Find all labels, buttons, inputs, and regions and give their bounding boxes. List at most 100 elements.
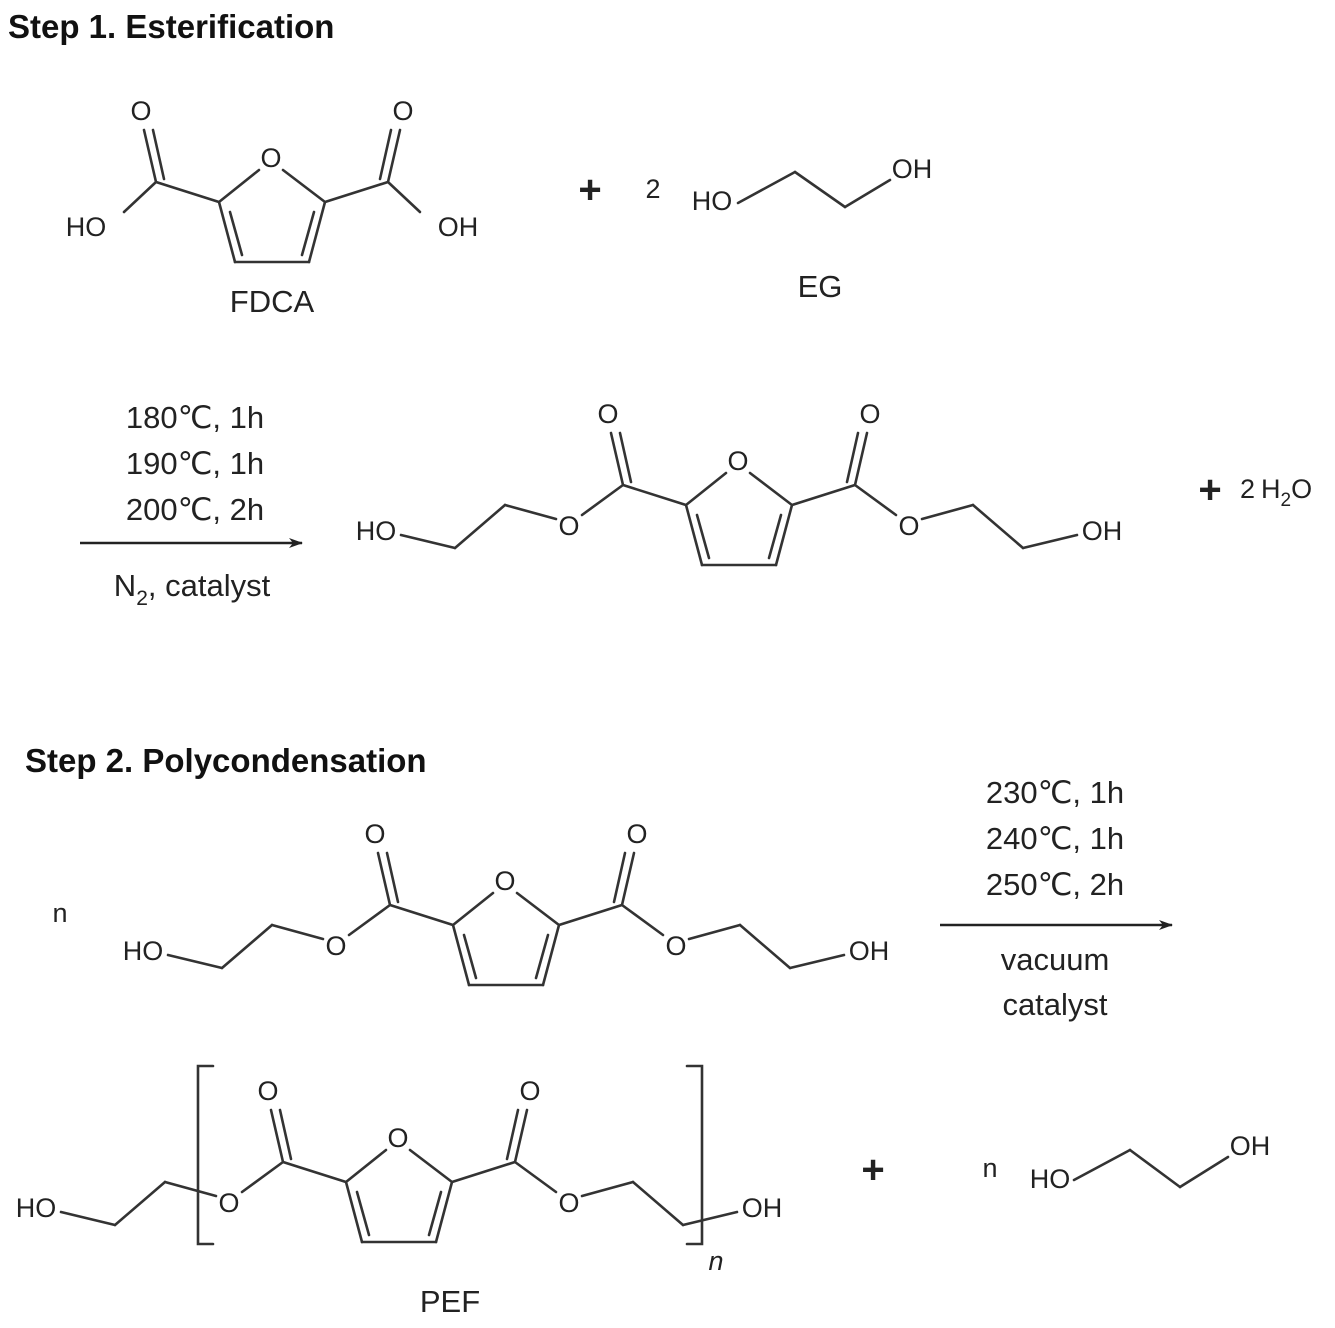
ring-bond: [774, 503, 794, 567]
reaction-arrow-step2: 230℃, 1h 240℃, 1h 250℃, 2h vacuum cataly…: [940, 775, 1173, 1022]
pef-label: PEF: [420, 1284, 480, 1319]
eg-molecule: HO OH: [692, 154, 933, 216]
carbonyl-oxygen: O: [859, 399, 880, 429]
hydroxyl-label: HO: [692, 186, 733, 216]
bond: [620, 903, 665, 937]
carbonyl-bond: [618, 431, 633, 484]
plus-sign: +: [1198, 468, 1221, 512]
bond: [580, 1180, 635, 1198]
carbonyl-bond: [378, 128, 393, 181]
step1-title: Step 1. Esterification: [8, 8, 334, 45]
ring-bond: [541, 923, 561, 987]
bond: [503, 503, 558, 521]
bond: [788, 953, 846, 970]
ring-bond: [217, 168, 261, 204]
plus-sign: +: [578, 168, 601, 212]
ring-double-bond: [767, 513, 783, 560]
hydroxyl-label: HO: [66, 212, 107, 242]
carbonyl-bond: [505, 1108, 520, 1161]
bond: [347, 903, 392, 937]
bond: [1128, 1148, 1182, 1189]
carbonyl-bond: [513, 1108, 529, 1164]
ring-double-bond: [427, 1190, 443, 1237]
ester-oxygen: O: [665, 931, 686, 961]
condition-3: 250℃, 2h: [986, 867, 1124, 902]
ring-bond: [281, 168, 327, 204]
hydroxyl-label: HO: [1030, 1164, 1071, 1194]
bond: [1072, 1148, 1132, 1182]
condition-1: 230℃, 1h: [986, 775, 1124, 810]
eg-molecule: HO OH: [1030, 1131, 1271, 1194]
hydroxyl-label: OH: [1082, 516, 1123, 546]
carbonyl-bond: [620, 851, 636, 907]
ring-bond: [684, 503, 704, 567]
ring-bond: [748, 471, 794, 507]
bond: [450, 1160, 517, 1184]
step2-title: Step 2. Polycondensation: [25, 742, 427, 779]
carbonyl-bond: [385, 851, 400, 904]
hydroxyl-label: OH: [1230, 1131, 1271, 1161]
ring-double-bond: [695, 513, 711, 560]
ring-bond: [344, 1148, 388, 1184]
condition-2: 240℃, 1h: [986, 821, 1124, 856]
ring-bond: [451, 923, 471, 987]
eg-coefficient: n: [982, 1153, 997, 1183]
bond: [621, 483, 688, 507]
carbonyl-oxygen: O: [519, 1076, 540, 1106]
fdca-label: FDCA: [230, 284, 315, 319]
ester-oxygen: O: [558, 1188, 579, 1218]
bond: [163, 1180, 218, 1198]
bond: [853, 483, 898, 517]
bond: [323, 180, 390, 204]
condition-1: 180℃, 1h: [126, 400, 264, 435]
carbonyl-oxygen: O: [130, 96, 151, 126]
bond: [1178, 1155, 1230, 1189]
bond: [386, 180, 422, 214]
carbonyl-bond: [612, 851, 627, 904]
bond: [281, 1160, 348, 1184]
plus-sign: +: [861, 1148, 884, 1192]
hydroxyl-label: HO: [16, 1193, 57, 1223]
bond: [843, 178, 892, 209]
ring-oxygen: O: [260, 143, 281, 173]
hydroxyl-label: OH: [849, 936, 890, 966]
ring-double-bond: [228, 210, 244, 257]
ring-double-bond: [355, 1190, 371, 1237]
condition-2: 190℃, 1h: [126, 446, 264, 481]
bond: [154, 180, 221, 204]
carbonyl-bond: [278, 1108, 293, 1161]
hydroxyl-label: OH: [892, 154, 933, 184]
ring-bond: [344, 1180, 364, 1244]
ring-oxygen: O: [387, 1123, 408, 1153]
ring-bond: [408, 1148, 454, 1184]
ring-bond: [217, 200, 237, 264]
hydroxyl-label: OH: [438, 212, 479, 242]
bond: [920, 503, 975, 521]
reactant-coefficient: n: [52, 898, 67, 928]
ring-bond: [515, 891, 561, 927]
hydroxyl-label: HO: [356, 516, 397, 546]
hydroxyl-label: OH: [742, 1193, 783, 1223]
carbonyl-oxygen: O: [257, 1076, 278, 1106]
bond: [687, 923, 742, 941]
bond: [557, 903, 624, 927]
carbonyl-bond: [845, 431, 860, 484]
bond: [971, 503, 1025, 550]
bond: [453, 503, 507, 550]
carbonyl-bond: [151, 128, 166, 181]
below-arrow-1: vacuum: [1001, 942, 1110, 977]
bond: [736, 170, 797, 205]
bond: [793, 170, 847, 209]
bond: [790, 483, 857, 507]
bond: [220, 923, 274, 970]
carbonyl-oxygen: O: [597, 399, 618, 429]
ester-oxygen: O: [325, 931, 346, 961]
bond: [388, 903, 455, 927]
bond: [240, 1160, 285, 1194]
ring-double-bond: [462, 933, 478, 980]
eg-label: EG: [798, 269, 843, 304]
below-arrow-2: catalyst: [1002, 987, 1107, 1022]
